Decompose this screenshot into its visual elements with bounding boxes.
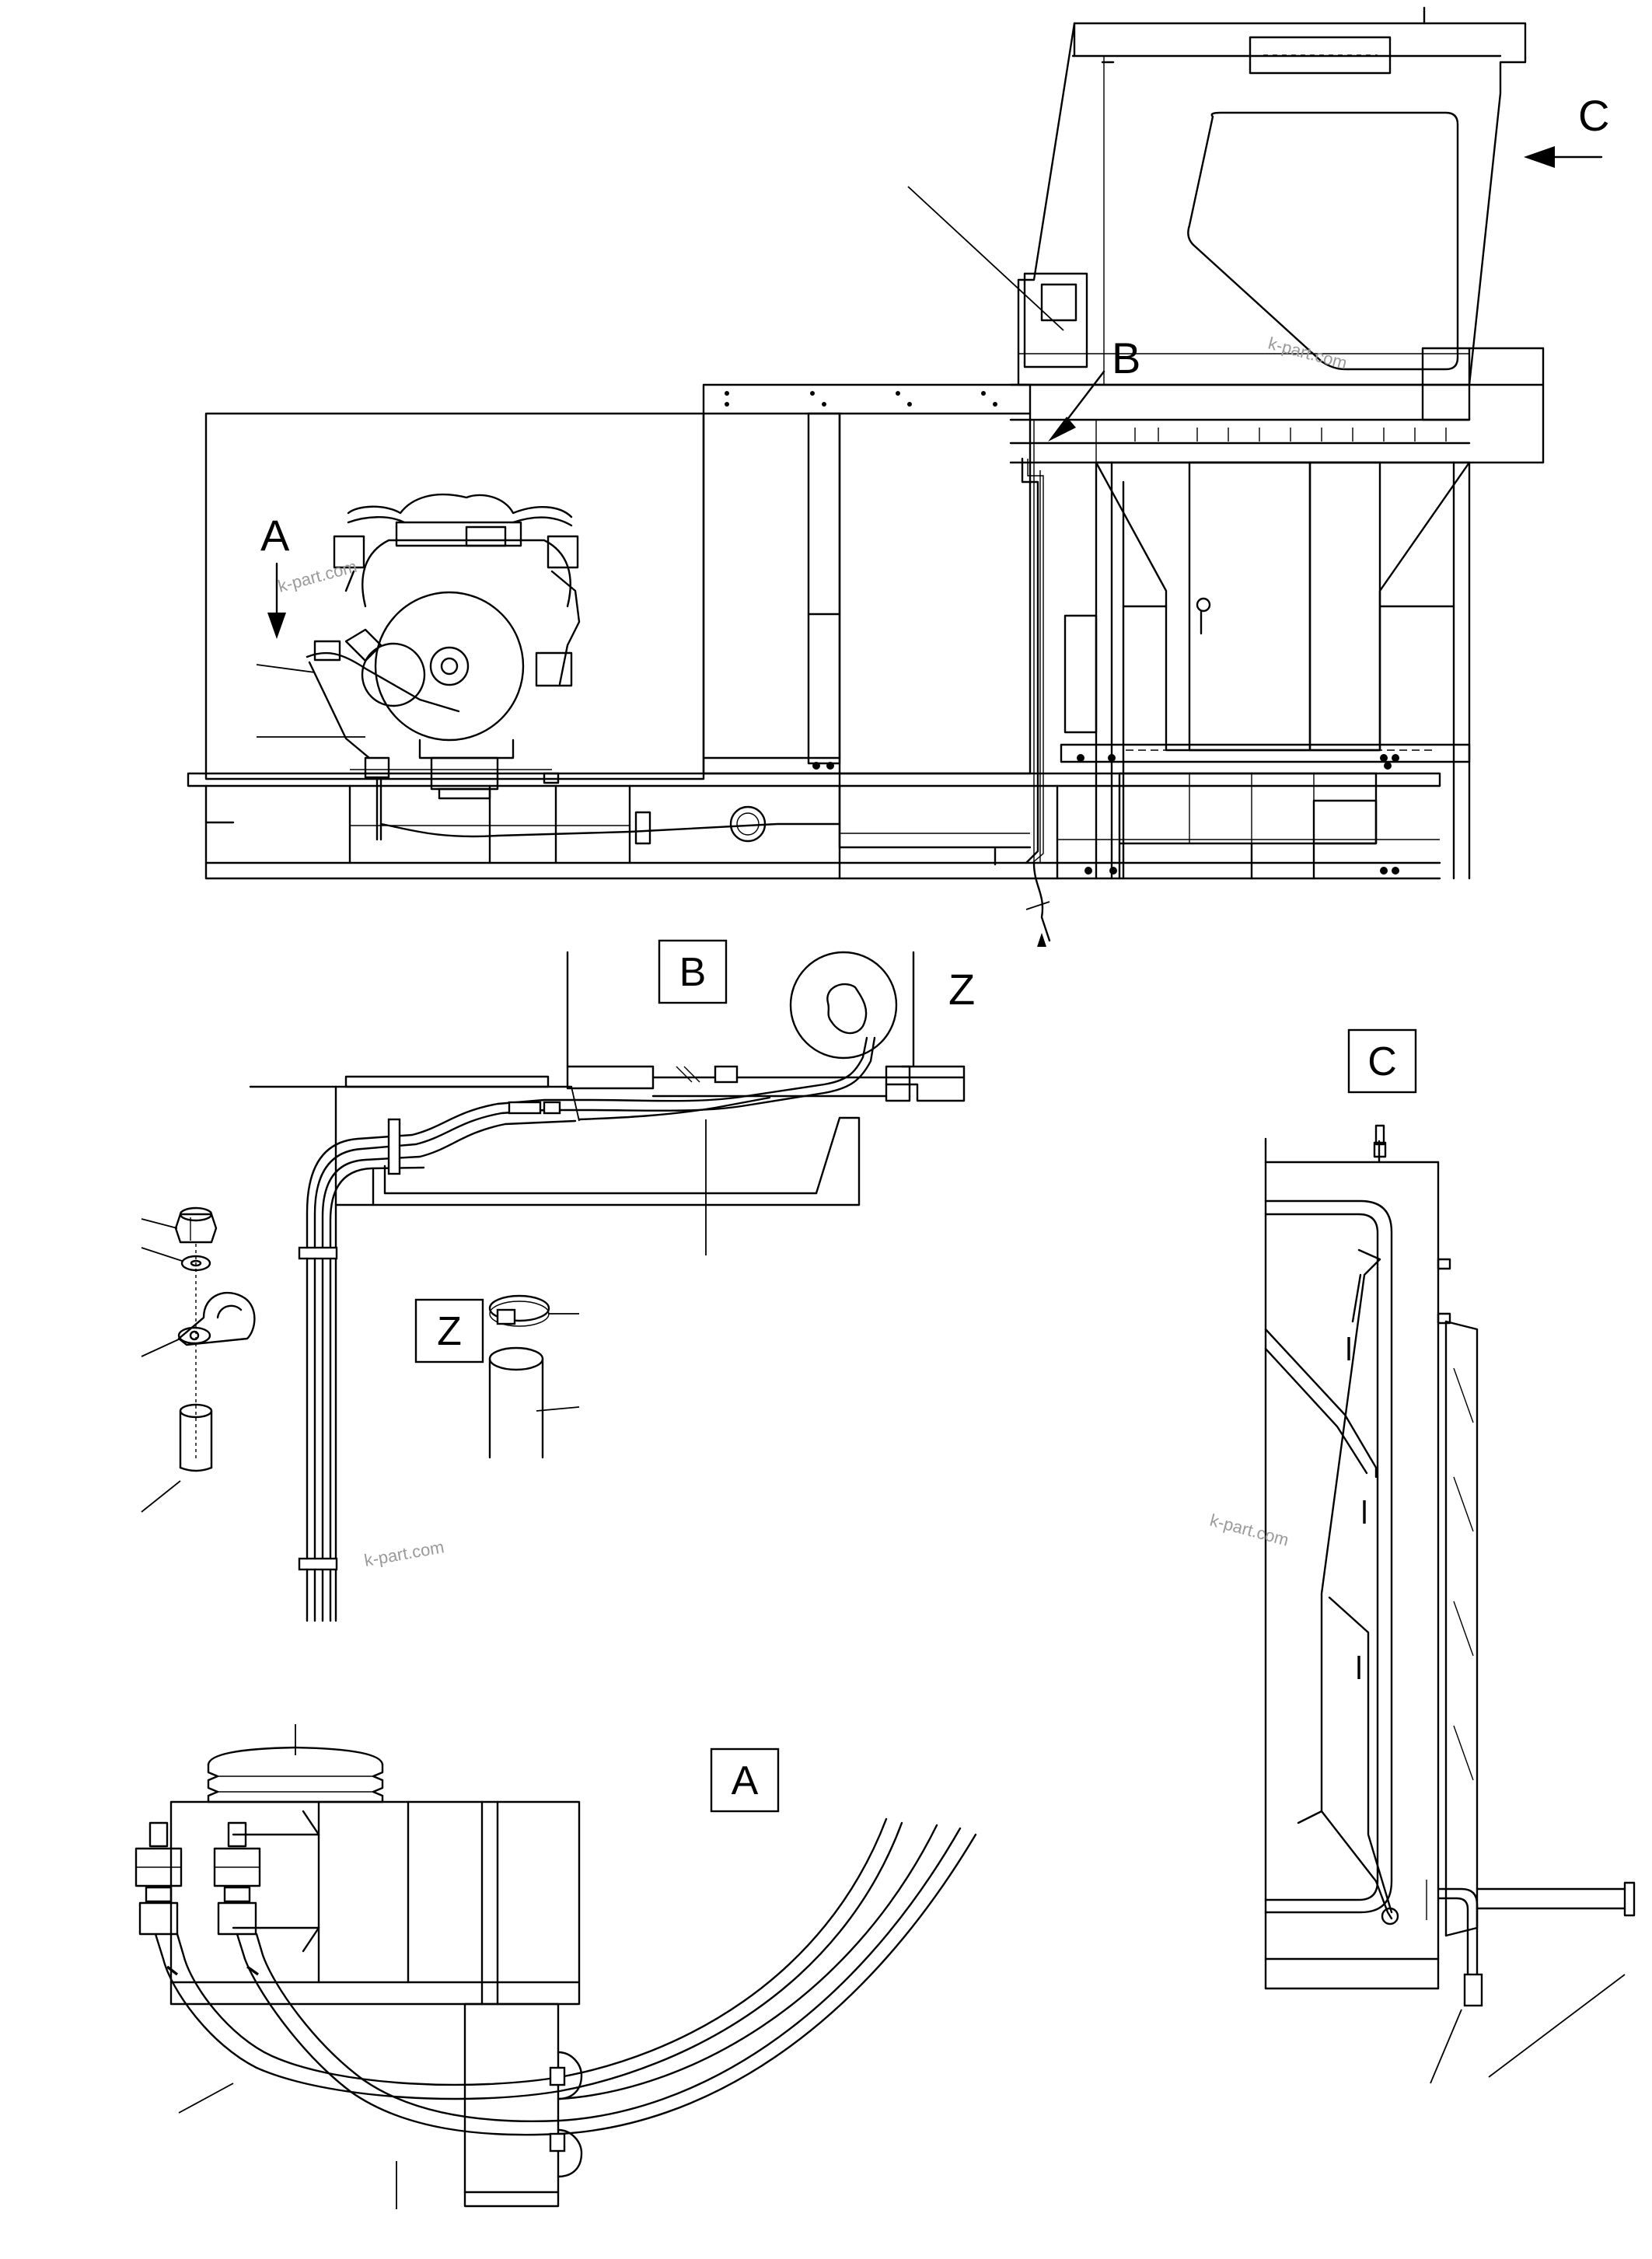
view-arrow-c: C — [1524, 91, 1609, 168]
hose-fitting — [714, 1065, 739, 1084]
main-frame — [187, 772, 1441, 880]
hose-assembly-b — [298, 1036, 876, 1622]
spacer-sleeve — [141, 1403, 213, 1513]
detail-view-a: A — [134, 1724, 977, 2209]
hose-fitting — [543, 1101, 561, 1115]
view-arrow-a: A — [260, 511, 290, 639]
cab-platform — [1009, 347, 1545, 464]
watermark: k-part.com — [1266, 333, 1350, 373]
washer-hose-c — [1426, 1880, 1636, 2084]
view-label-a: A — [260, 511, 290, 560]
tank-section — [702, 383, 1032, 849]
main-hose-routing — [379, 457, 1051, 947]
main-leader-lines — [256, 186, 1064, 738]
engine — [306, 493, 581, 841]
detail-z-callout-circle — [789, 951, 898, 1060]
wiper-arm — [1264, 1248, 1399, 1926]
detail-title-box-a — [710, 1747, 780, 1813]
watermark: k-part.com — [363, 1537, 446, 1570]
hose-clamp — [298, 1557, 338, 1571]
hose-fitting-right — [213, 1821, 261, 1936]
lock-nut — [141, 1206, 218, 1244]
cab-support-structure — [812, 461, 1471, 880]
hose-fitting — [508, 1101, 542, 1115]
hose-assembly-a — [154, 1817, 977, 2209]
detail-title-box-b — [658, 939, 728, 1004]
ac-compressor-body — [169, 1800, 581, 2208]
hose-clamp — [549, 2066, 566, 2086]
detail-title-c: C — [1367, 1039, 1397, 1084]
detail-title-box-c — [1347, 1028, 1417, 1094]
clamp-exploded-view — [141, 1206, 256, 1513]
engine-flywheel-housing — [374, 591, 525, 742]
detail-view-b: B — [249, 939, 975, 1622]
view-label-c: C — [1578, 91, 1609, 140]
hose-band-clamp — [488, 1294, 579, 1327]
cab-door-panel — [1023, 272, 1088, 368]
detail-title-b: B — [679, 950, 707, 995]
operator-cab — [1017, 6, 1527, 421]
control-cabinet-door — [1188, 461, 1311, 752]
mounting-bolts — [725, 391, 997, 407]
hose-clamp — [549, 2132, 566, 2153]
cab-vent-grille — [1249, 36, 1392, 75]
hose-segment — [488, 1346, 580, 1459]
ac-compressor-pulley — [361, 642, 426, 707]
wiper-motor — [1381, 1907, 1399, 1926]
window-frame-c — [1444, 1320, 1479, 1937]
detail-z-callout-label: Z — [948, 965, 975, 1014]
cushion-clamp — [141, 1291, 256, 1357]
view-arrow-b: B — [1048, 333, 1140, 442]
detail-view-c: C — [1208, 1028, 1636, 2084]
watermark: k-part.com — [1208, 1510, 1291, 1550]
cab-window — [1187, 111, 1459, 371]
cab-side-frame — [1264, 1124, 1451, 1990]
washer — [141, 1247, 211, 1272]
detail-view-z: Z — [414, 1294, 580, 1459]
hose-clamp — [387, 1118, 401, 1175]
detail-title-z: Z — [437, 1309, 462, 1354]
detail-title-a: A — [732, 1758, 759, 1803]
cabinet-handle — [1196, 597, 1211, 613]
view-label-b: B — [1112, 333, 1140, 382]
main-elevation-view: A B C k-part.com k-part.com — [187, 6, 1609, 947]
hose-fitting-left — [134, 1821, 183, 1936]
engine-compartment — [204, 412, 705, 780]
hose-clamp — [298, 1246, 338, 1260]
compressor-pulley — [207, 1724, 384, 1803]
detail-title-box-z — [414, 1298, 484, 1363]
